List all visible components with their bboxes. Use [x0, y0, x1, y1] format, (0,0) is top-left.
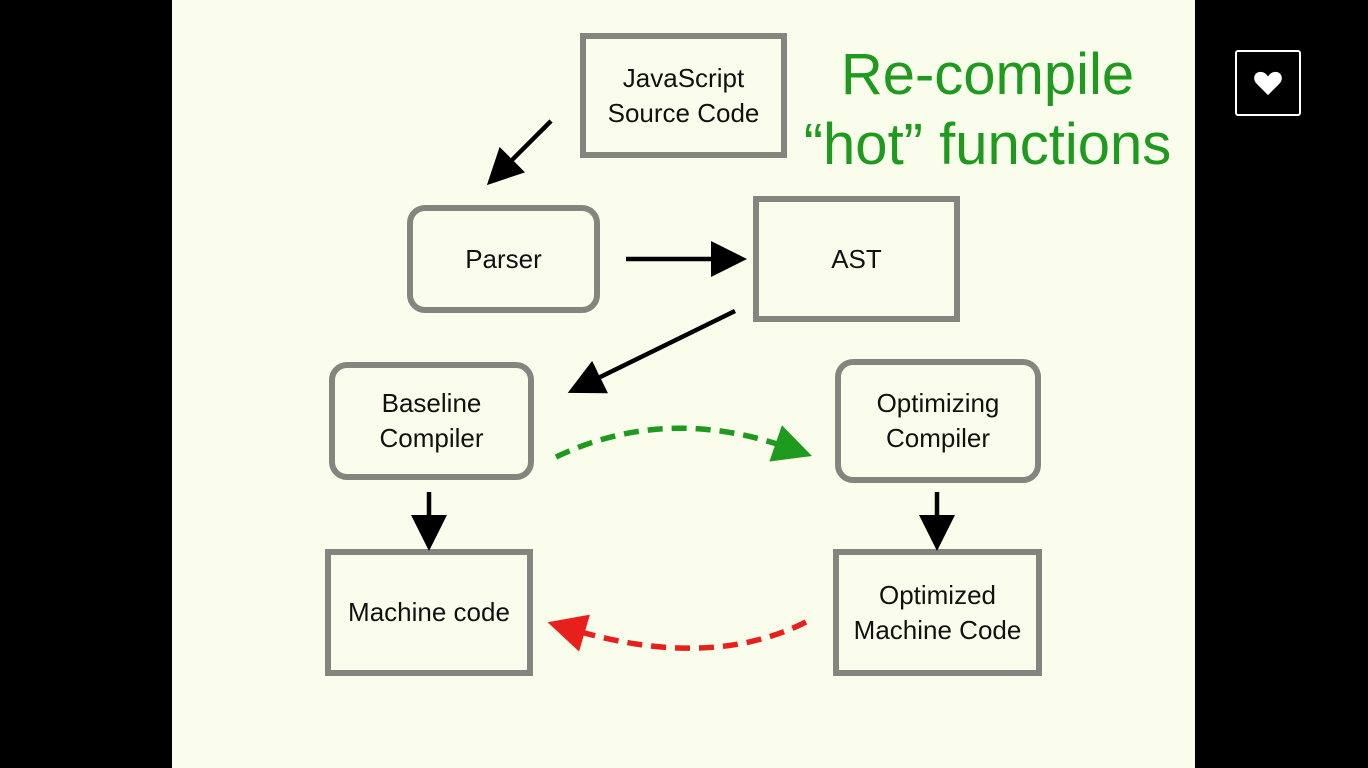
slide-headline: Re-compile “hot” functions: [803, 42, 1172, 177]
node-javascript-source-code: JavaScript Source Code: [580, 33, 787, 158]
node-label: AST: [831, 243, 882, 274]
node-baseline-compiler: Baseline Compiler: [329, 362, 534, 480]
node-label: Machine code: [348, 597, 510, 627]
node-label: Optimized Machine Code: [853, 579, 1022, 645]
node-ast: AST: [753, 196, 960, 322]
node-label: Parser: [465, 243, 542, 274]
node-label: JavaScript Source Code: [607, 62, 760, 128]
heart-icon: [1254, 71, 1282, 96]
node-optimizing-compiler: Optimizing Compiler: [835, 359, 1041, 483]
node-label: Baseline Compiler: [379, 388, 484, 453]
node-optimized-machine-code: Optimized Machine Code: [833, 549, 1042, 676]
node-parser: Parser: [407, 205, 600, 313]
node-machine-code: Machine code: [325, 549, 533, 676]
node-label: Optimizing Compiler: [876, 388, 1000, 453]
like-button[interactable]: [1235, 50, 1301, 116]
